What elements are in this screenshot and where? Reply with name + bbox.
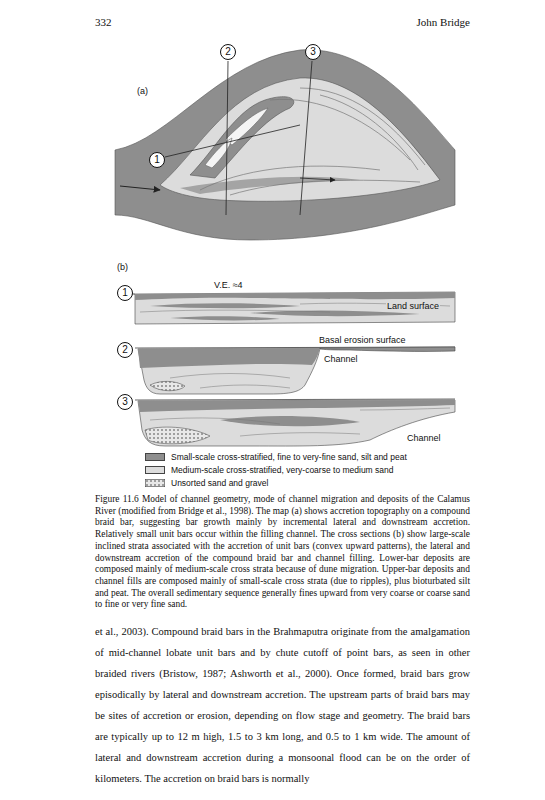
- fine-lens: [150, 303, 300, 308]
- callout-number: 2: [122, 345, 128, 355]
- strata-line: [200, 385, 290, 388]
- channel-label: Channel: [406, 433, 442, 443]
- legend-swatch: [145, 479, 165, 487]
- scale-note: V.E. ≈4: [214, 280, 243, 290]
- channel-area: [115, 50, 455, 240]
- accretion-line: [320, 95, 418, 170]
- accretion-line: [270, 99, 410, 160]
- strata-line: [170, 374, 290, 379]
- panel-label: (a): [137, 86, 148, 96]
- callout-number: 3: [122, 397, 128, 407]
- callout-circle: 1: [117, 285, 133, 301]
- fine-layer: [135, 292, 455, 300]
- legend-swatch: [145, 453, 165, 461]
- callout-circle: 1: [149, 152, 165, 168]
- strata-line: [240, 433, 360, 436]
- callout-number: 1: [122, 288, 128, 298]
- accretion-zone: [180, 177, 360, 194]
- section-line: [226, 61, 228, 215]
- surface-label: Basal erosion surface: [318, 335, 407, 345]
- channel-label: Channel: [323, 354, 359, 364]
- figure-caption: Figure 11.6 Model of channel geometry, m…: [95, 494, 470, 611]
- gravel-swatch: [145, 479, 164, 486]
- callout-circle: 3: [305, 44, 321, 60]
- legend-row: Medium-scale cross-stratified, very-coar…: [145, 465, 394, 475]
- upper-bar-deposit: [138, 400, 455, 412]
- strata-line: [140, 310, 330, 312]
- land-surface-line: [135, 399, 455, 400]
- strata-line: [360, 408, 450, 410]
- callout-number: 3: [310, 47, 316, 57]
- legend-row: Unsorted sand and gravel: [145, 478, 268, 488]
- accretion-line: [200, 166, 380, 190]
- callout-number: 2: [225, 47, 231, 57]
- legend-text: Medium-scale cross-stratified, very-coar…: [171, 465, 394, 475]
- fine-lens: [170, 316, 280, 320]
- section-deposit: [135, 292, 455, 324]
- surface-label: Land surface: [386, 301, 440, 311]
- flow-arrow: [300, 178, 335, 180]
- braid-bar: [160, 78, 440, 201]
- strata-line: [150, 418, 280, 424]
- channel-fill: [320, 347, 455, 351]
- panel-label: (b): [117, 262, 128, 272]
- flow-arrow: [120, 186, 160, 190]
- callout-circle: 2: [117, 342, 133, 358]
- bar-deposit: [138, 400, 455, 446]
- gravel-lens: [145, 427, 210, 444]
- page-number: 332: [95, 16, 112, 29]
- upper-bar-deposit: [138, 348, 320, 368]
- callout-circle: 3: [117, 394, 133, 410]
- callout-circle: 2: [220, 44, 236, 60]
- legend-text: Unsorted sand and gravel: [171, 478, 268, 488]
- bar-deposit: [138, 348, 320, 394]
- section-line: [300, 61, 312, 215]
- filling-channel: [190, 97, 294, 178]
- running-head: John Bridge: [417, 16, 470, 29]
- body-text: et al., 2003). Compound braid bars in th…: [95, 621, 470, 789]
- gravel-lens: [150, 381, 185, 390]
- section-line: [165, 125, 300, 157]
- fine-lens: [220, 416, 360, 426]
- unit-bar: [205, 138, 232, 168]
- legend-row: Small-scale cross-stratified, fine to ve…: [145, 452, 407, 462]
- legend-swatch: [145, 466, 165, 474]
- legend-text: Small-scale cross-stratified, fine to ve…: [171, 452, 407, 462]
- accretion-line: [230, 180, 420, 195]
- callout-number: 1: [154, 155, 160, 165]
